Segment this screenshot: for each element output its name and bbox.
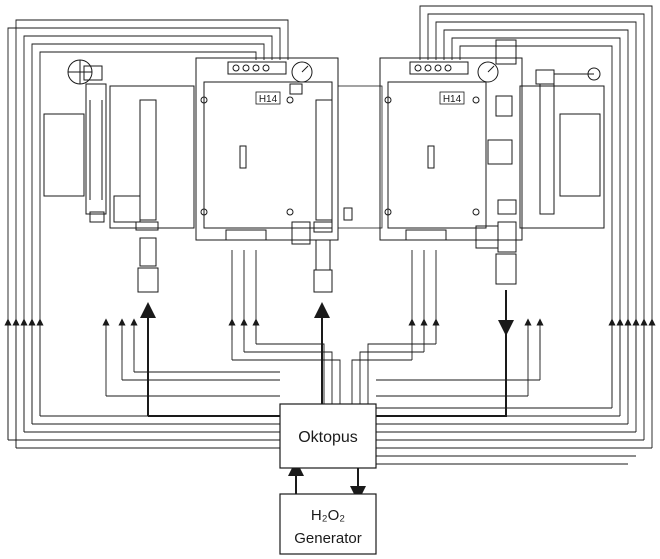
oktopus-label: Oktopus (298, 429, 358, 446)
signal-lines (4, 5, 656, 465)
left-cabinet (109, 85, 195, 293)
left-unit-label: H14 (259, 94, 278, 105)
left-valve-assembly (43, 59, 141, 223)
right-valve-assembly (519, 67, 605, 229)
right-unit-label: H14 (443, 94, 462, 105)
generator-label-line2: Generator (294, 530, 362, 547)
generator-label-line1: H₂O₂ (311, 507, 345, 524)
right-h14-unit (379, 39, 523, 285)
right-unit-tag: H14 (439, 91, 465, 105)
left-unit-tag: H14 (255, 91, 281, 105)
process-lines (140, 290, 514, 502)
oktopus-controller: Oktopus (279, 403, 377, 469)
left-h14-unit (195, 57, 383, 293)
h2o2-generator: H₂O₂ Generator (279, 493, 377, 555)
